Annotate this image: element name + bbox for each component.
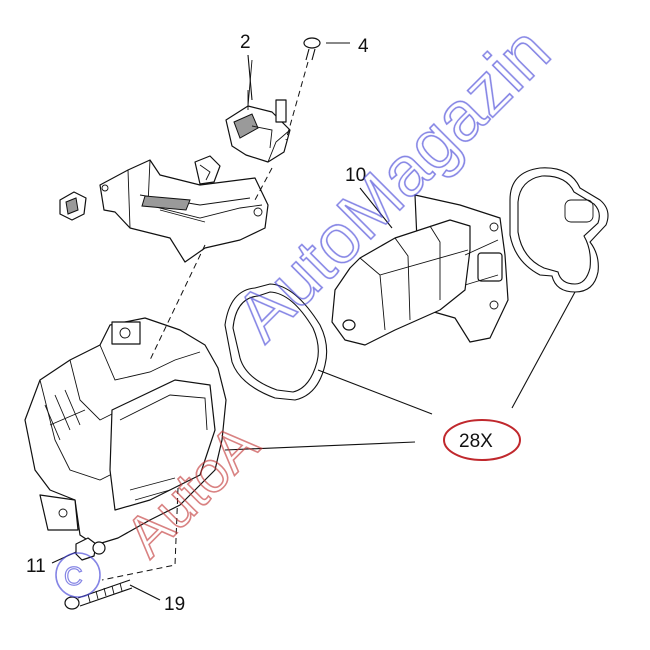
callout-10: 10 xyxy=(345,165,366,186)
main-housing xyxy=(24,317,227,546)
callout-28x: 28X xyxy=(459,431,493,452)
sensor-part-2 xyxy=(225,59,291,163)
leader-28-b xyxy=(317,369,433,415)
leader-28-c xyxy=(511,291,576,409)
bracket-assembly xyxy=(59,155,269,263)
bolt-part-11 xyxy=(75,537,106,561)
leader-2 xyxy=(247,54,253,101)
callout-2: 2 xyxy=(240,32,251,53)
leader-28-a xyxy=(224,441,416,451)
leader-19 xyxy=(129,584,161,601)
dash-line-bracket xyxy=(149,244,206,361)
callout-11: 11 xyxy=(26,556,46,577)
callout-4: 4 xyxy=(358,36,369,57)
copyright-icon xyxy=(55,552,101,598)
gasket-large xyxy=(224,283,328,401)
screw-part-4 xyxy=(285,37,321,141)
callout-19: 19 xyxy=(164,594,185,615)
svg-text:C: C xyxy=(64,561,83,591)
part-10-cooler xyxy=(331,194,509,346)
gasket-right xyxy=(509,167,609,293)
leader-10 xyxy=(359,187,393,229)
dash-line-2 xyxy=(254,167,273,201)
dash-line-19 xyxy=(101,487,179,581)
highlight-ellipse-28x xyxy=(443,419,521,461)
